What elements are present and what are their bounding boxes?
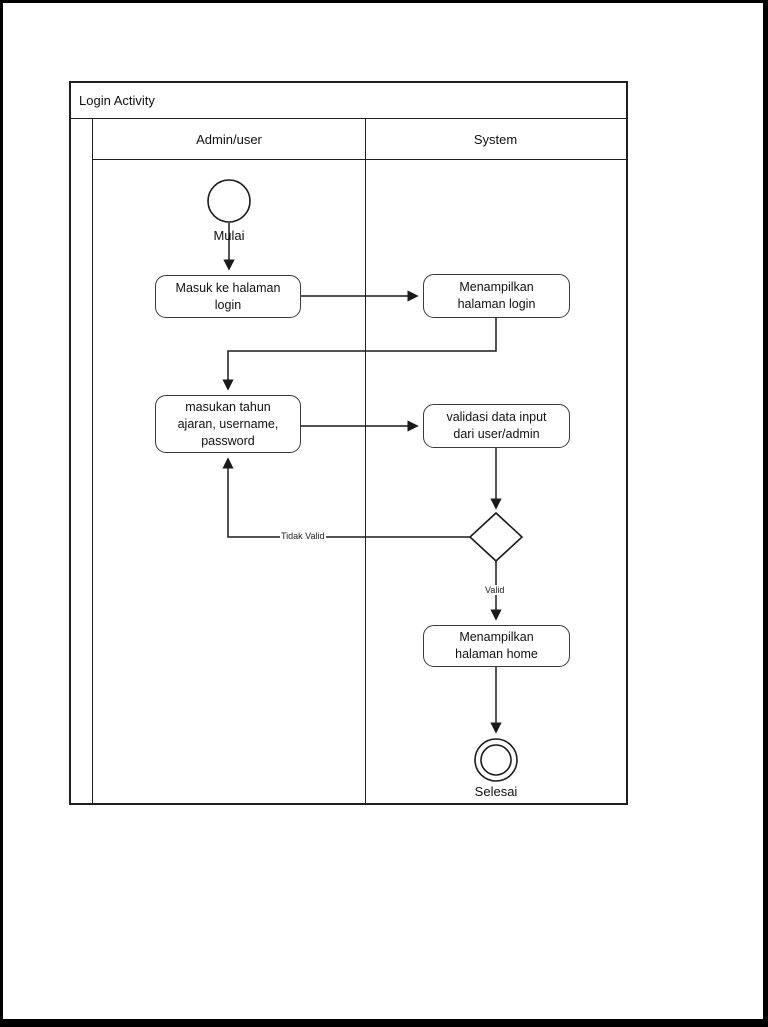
edge-label-tidak-valid: Tidak Valid (280, 531, 326, 541)
activity-node-show-home-page: Menampilkan halaman home (423, 625, 570, 667)
end-node-label: Selesai (474, 784, 518, 799)
lane-divider (365, 119, 366, 805)
activity-node-show-login-page: Menampilkan halaman login (423, 274, 570, 318)
diagram-title: Login Activity (79, 93, 155, 108)
lane-header-divider (93, 159, 626, 160)
activity-node-enter-login-page: Masuk ke halaman login (155, 275, 301, 318)
diagram-frame (69, 81, 628, 805)
edge-label-valid: Valid (484, 585, 506, 595)
lane-label: System (473, 131, 518, 147)
lane-header-system: System (365, 119, 626, 159)
activity-node-validate-input: validasi data input dari user/admin (423, 404, 570, 448)
diagram-title-bar: Login Activity (71, 83, 626, 119)
lane-label: Admin/user (196, 131, 262, 147)
lane-header-admin-user: Admin/user (93, 119, 365, 159)
start-node-label: Mulai (213, 228, 245, 243)
document-page: Login Activity Admin/user System (3, 3, 763, 1019)
left-strip-divider (92, 119, 93, 805)
activity-node-input-credentials: masukan tahun ajaran, username, password (155, 395, 301, 453)
